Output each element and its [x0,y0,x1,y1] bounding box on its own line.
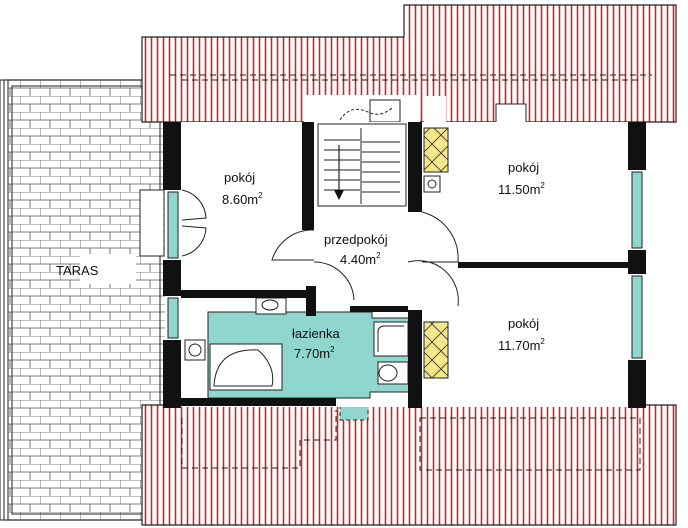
bathroom [184,297,411,399]
room-label-room-2: pokój 11.50m2 [498,160,545,197]
svg-text:11.50m2: 11.50m2 [498,181,545,197]
room-label-bathroom: łazienka 7.70m2 [292,326,340,361]
room-1-name: pokój [224,170,255,185]
svg-text:4.40m2: 4.40m2 [340,251,381,267]
bathroom-name: łazienka [292,326,340,341]
room-label-room-1: pokój 8.60m2 [222,170,263,207]
room-3-name: pokój [508,316,539,331]
staircase [317,107,407,207]
svg-text:11.70m2: 11.70m2 [498,337,545,353]
svg-text:przedpokój: przedpokój [324,232,388,247]
walls [163,122,646,408]
roof-top [141,4,677,133]
svg-text:pokój: pokój [224,170,255,185]
room-2-area: 11.50m [498,182,540,197]
hall-name: przedpokój [324,232,388,247]
shower [373,321,409,357]
roof-bottom [141,381,677,526]
wardrobe-lower [423,321,449,379]
washing-machine [184,339,206,361]
svg-text:8.60m2: 8.60m2 [222,191,263,207]
room-3-area: 11.70m [498,338,540,353]
room-2-name: pokój [508,160,539,175]
bathtub-inner [213,349,274,387]
svg-text:łazienka: łazienka [292,326,340,341]
room-3-area-sup: 2 [540,337,545,346]
wardrobe-upper [423,127,449,173]
room-1-area-sup: 2 [258,191,263,200]
svg-text:pokój: pokój [508,316,539,331]
terrace [0,79,167,521]
bathroom-area: 7.70m [294,346,330,361]
svg-text:7.70m2: 7.70m2 [294,345,335,361]
terrace-label: TARAS [56,263,99,278]
room-label-hall: przedpokój 4.40m2 [324,232,388,267]
windows [167,171,643,359]
room-1-area: 8.60m [222,192,258,207]
hall-area: 4.40m [340,252,376,267]
hall-area-sup: 2 [376,251,381,260]
bathroom-area-sup: 2 [330,345,335,354]
room-label-room-3: pokój 11.70m2 [498,316,545,353]
room-2-area-sup: 2 [540,181,545,190]
doors [139,189,459,307]
svg-text:pokój: pokój [508,160,539,175]
